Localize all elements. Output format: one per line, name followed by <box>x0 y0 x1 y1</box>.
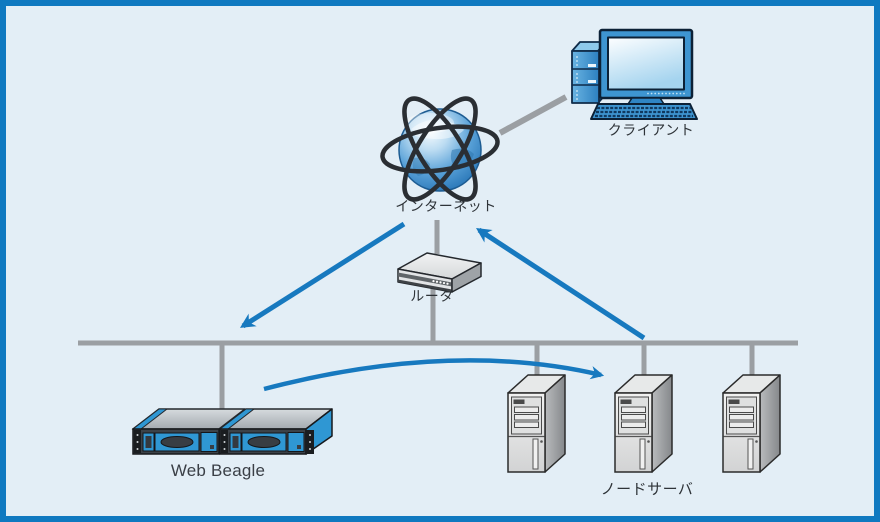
rack-server-icon <box>132 408 333 455</box>
internet-to-lan-arrow <box>239 221 406 329</box>
lan-to-internet-arrow <box>476 227 646 341</box>
web-beagle-label: Web Beagle <box>170 461 266 480</box>
router-label: ルータ <box>410 288 454 304</box>
client-computer-icon <box>571 28 698 120</box>
node-server-label: ノードサーバ <box>600 481 694 498</box>
tower-server-1-icon <box>507 374 566 473</box>
webbeagle-to-nodeserver-arrow <box>263 358 605 392</box>
tower-server-3-icon <box>722 374 781 473</box>
client-label: クライアント <box>607 122 695 138</box>
router-icon <box>397 252 482 293</box>
internet-label: インターネット <box>395 198 497 214</box>
tower-server-2-icon <box>614 374 673 473</box>
internet-globe-icon <box>380 96 500 202</box>
client-internet-link <box>498 94 568 136</box>
